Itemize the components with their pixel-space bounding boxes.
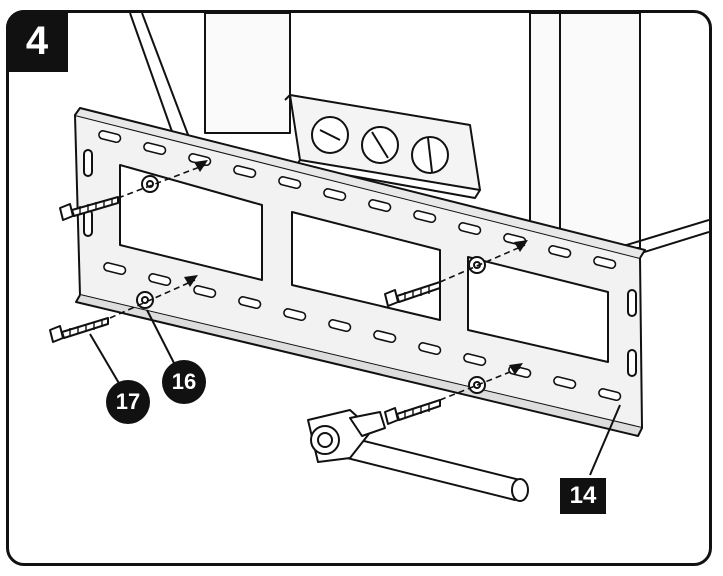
callout-wall-plate: 14: [560, 478, 606, 514]
wall-studs: [129, 13, 709, 263]
guide-arrows: [184, 160, 528, 375]
socket-wrench: [307, 409, 529, 502]
guide-lines: [109, 164, 526, 401]
lag-bolts: [49, 196, 441, 425]
leader-lines: [89, 309, 621, 476]
callout-washer: 16: [162, 360, 206, 404]
step-number-badge: 4: [6, 10, 68, 72]
callout-lag-bolt: 17: [106, 380, 150, 424]
wall-plate: [74, 107, 646, 437]
wall-outlet: [284, 94, 481, 199]
